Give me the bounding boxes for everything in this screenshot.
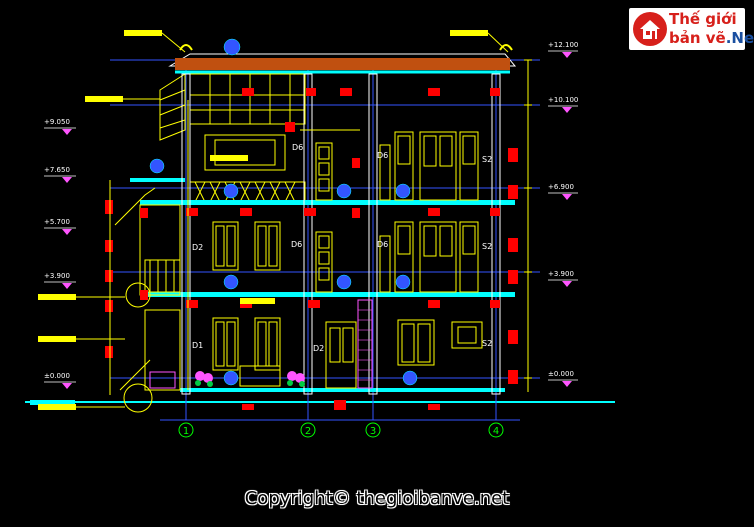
- label-d2-ground: D2: [313, 344, 324, 353]
- dimension-markers: [105, 88, 518, 410]
- level-right-5: ±0.000: [548, 370, 574, 378]
- level-left-1: +9.050: [44, 118, 70, 126]
- brick-strip: [357, 299, 373, 389]
- label-s2-ground: S2: [482, 339, 492, 348]
- label-d6-mid-right: D6: [377, 240, 388, 249]
- logo-line-1: Thế giới: [669, 10, 737, 28]
- level-right-1: +12.100: [548, 41, 578, 49]
- logo-suffix: .Net: [725, 29, 754, 47]
- label-d2-mid: D2: [192, 243, 203, 252]
- room-labels: D6 D6 S2 D2 D2 D6 D6 S2 D1 D2 S2: [192, 143, 492, 353]
- left-level-markers: +9.050 +7.650 +5.700 +3.900 ±0.000: [44, 118, 76, 389]
- section-tags: [149, 38, 418, 386]
- label-s2-mid: S2: [482, 242, 492, 251]
- label-d6-top-right: D6: [377, 151, 388, 160]
- label-s2-top: S2: [482, 155, 492, 164]
- level-right-2: +10.100: [548, 96, 578, 104]
- logo-line-2: bản vẽ.Net: [669, 29, 754, 47]
- detail-circle-2: [123, 383, 153, 413]
- logo-line-2-text: bản vẽ: [669, 29, 726, 47]
- floor-slabs: [130, 178, 515, 392]
- detail-circle-1: [125, 282, 151, 308]
- grid-axis-3: 3: [370, 426, 376, 437]
- label-d6-top-left: D6: [292, 143, 303, 152]
- balcony-railing-upper: [189, 181, 306, 203]
- level-right-3: +6.900: [548, 183, 574, 191]
- right-level-markers: +12.100 +10.100 +6.900 +3.900 ±0.000: [548, 41, 578, 387]
- label-d6-mid-left: D6: [291, 240, 302, 249]
- openings: [212, 131, 483, 389]
- utility-box: [149, 371, 176, 389]
- level-left-4: +3.900: [44, 272, 70, 280]
- roof: [168, 44, 517, 74]
- copyright-text: Copyright© thegioibanve.net: [244, 488, 510, 509]
- label-d1-ground: D1: [192, 341, 203, 350]
- left-stair: [114, 187, 181, 391]
- level-right-4: +3.900: [548, 270, 574, 278]
- grid-lines: [160, 60, 520, 421]
- right-dimension-line: [524, 59, 532, 392]
- grid-axis-2: 2: [305, 426, 311, 437]
- annotation-leaders: [76, 32, 509, 408]
- columns: [181, 73, 501, 395]
- site-logo[interactable]: Thế giới bản vẽ.Net: [629, 8, 754, 50]
- level-left-5: ±0.000: [44, 372, 70, 380]
- grid-axis-4: 4: [493, 426, 499, 437]
- ground-step: [30, 400, 75, 405]
- level-left-3: +5.700: [44, 218, 70, 226]
- house-icon: [633, 12, 667, 46]
- planters: [195, 371, 305, 383]
- brick-pattern: [358, 309, 372, 381]
- level-left-2: +7.650: [44, 166, 70, 174]
- grid-axis-1: 1: [183, 426, 189, 437]
- annotation-tags: [38, 30, 488, 410]
- plant-leaves: [195, 380, 305, 387]
- grid-axis-bubbles: 1 2 3 4: [178, 422, 504, 438]
